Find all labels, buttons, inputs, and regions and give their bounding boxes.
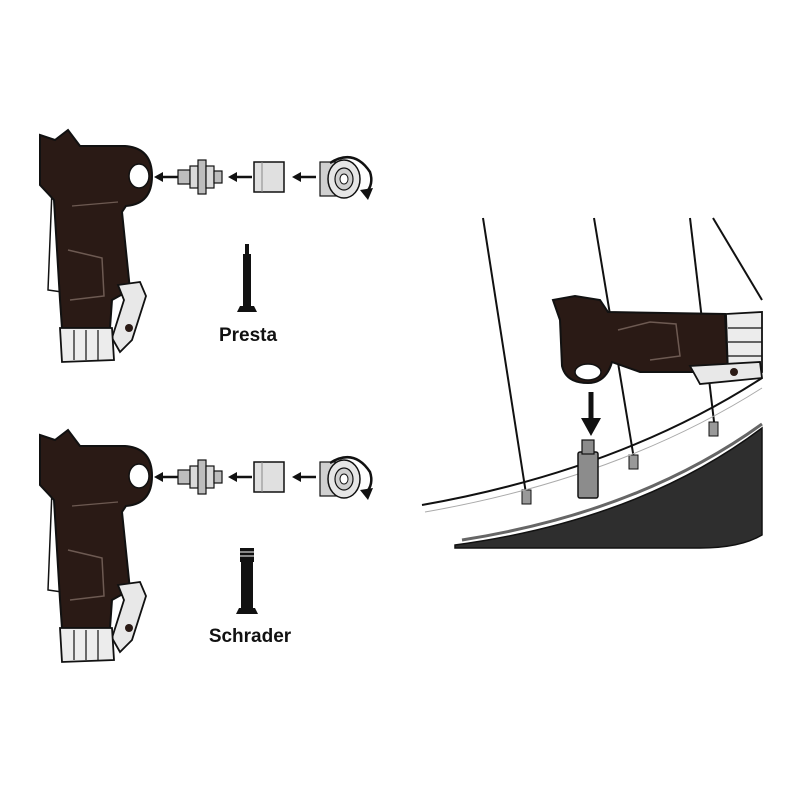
schrader-pump-head bbox=[39, 429, 153, 663]
schrader-arrow-icon-2 bbox=[226, 470, 254, 484]
schrader-rotate-icon bbox=[329, 455, 373, 494]
presta-pump-head bbox=[39, 129, 153, 363]
presta-adapter-parts bbox=[177, 159, 361, 199]
presta-arrow-icon-3 bbox=[290, 170, 318, 184]
schrader-label: Schrader bbox=[209, 626, 292, 647]
presta-arrow-icon-2 bbox=[226, 170, 254, 184]
presta-label: Presta bbox=[219, 325, 278, 346]
schrader-arrow-icon-3 bbox=[290, 470, 318, 484]
schrader-adapter-parts bbox=[177, 459, 361, 499]
presta-arrow-icon-1 bbox=[152, 170, 180, 184]
wheel-scene bbox=[421, 217, 764, 549]
schrader-valve bbox=[236, 548, 258, 614]
presta-rotate-icon bbox=[329, 155, 373, 194]
presta-valve bbox=[237, 244, 257, 312]
schrader-arrow-icon-1 bbox=[152, 470, 180, 484]
down-arrow-icon bbox=[581, 392, 601, 436]
